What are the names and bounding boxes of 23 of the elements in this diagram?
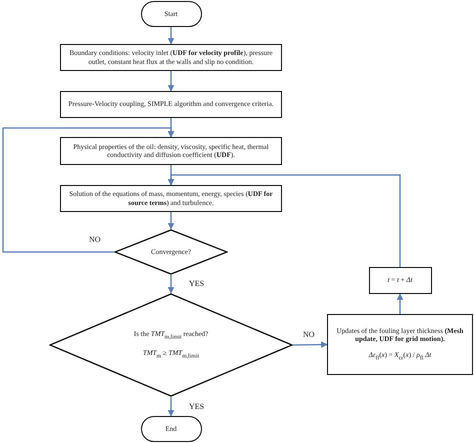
process-box <box>327 314 473 375</box>
terminal-shape <box>140 416 202 442</box>
arrow <box>168 212 174 230</box>
edge-label: YES <box>188 280 206 288</box>
arrow <box>168 71 174 92</box>
arrow <box>168 27 174 45</box>
terminal-shape <box>140 1 202 27</box>
arrow <box>168 275 174 294</box>
edge-label: YES <box>188 403 206 411</box>
arrow <box>293 341 328 348</box>
decision-diamond <box>49 293 293 397</box>
arrow <box>168 174 401 267</box>
process-box <box>60 91 282 118</box>
arrow <box>2 127 174 253</box>
process-box <box>368 267 432 294</box>
process-box <box>60 44 282 71</box>
arrow <box>168 397 174 417</box>
process-box <box>60 185 282 212</box>
edge-label: NO <box>88 236 102 244</box>
arrow <box>396 293 404 314</box>
edge-label: NO <box>302 331 316 339</box>
decision-diamond <box>114 229 228 275</box>
process-box <box>60 137 282 165</box>
